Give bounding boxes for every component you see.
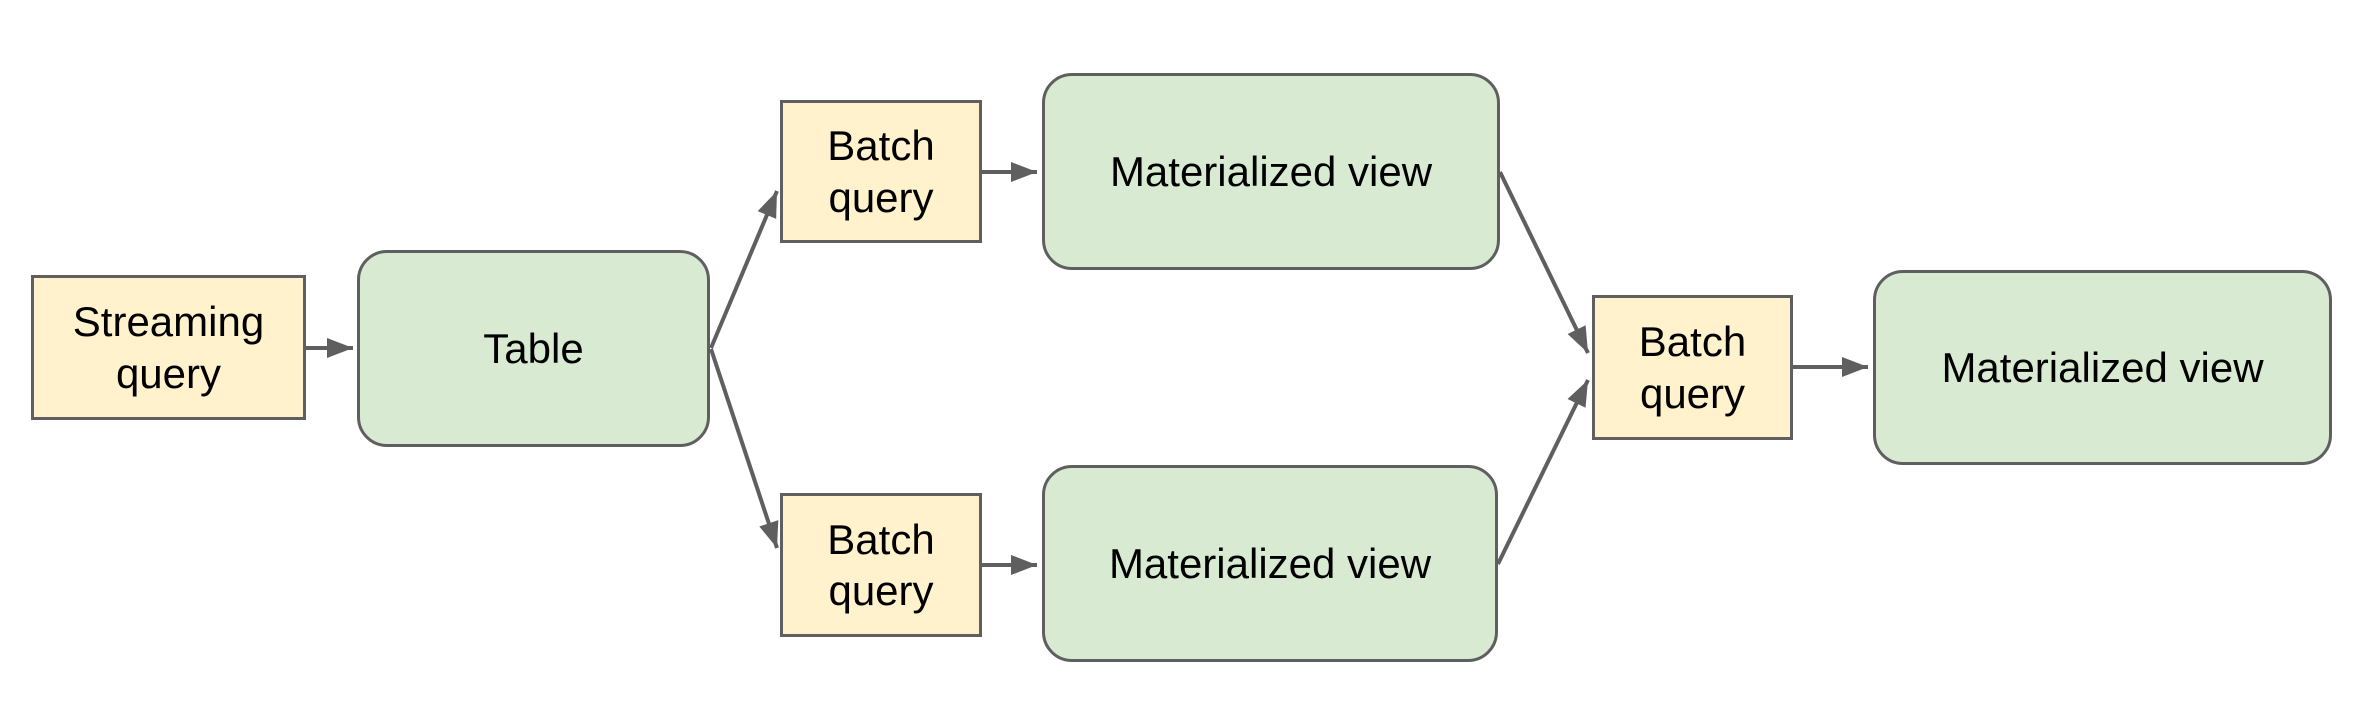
edge-materialized-view-top-to-batch-query-right: [1498, 171, 1590, 354]
edge-materialized-view-bottom-to-batch-query-right: [1496, 379, 1590, 565]
node-table-label: Table: [483, 324, 584, 372]
node-table: Table: [357, 250, 710, 447]
node-streaming-query-label: Streaming query: [72, 298, 265, 397]
node-materialized-view-bottom-label: Materialized view: [1108, 539, 1432, 587]
node-batch-query-top: Batch query: [780, 100, 982, 243]
node-materialized-view-right-label: Materialized view: [1941, 343, 2264, 391]
node-batch-query-bottom: Batch query: [780, 493, 982, 637]
node-materialized-view-right: Materialized view: [1873, 270, 2332, 465]
node-batch-query-right-label: Batch query: [1638, 318, 1747, 417]
node-batch-query-bottom-label: Batch query: [827, 515, 935, 614]
edge-table-to-batch-query-top: [709, 190, 779, 349]
node-materialized-view-top-label: Materialized view: [1109, 147, 1433, 195]
node-batch-query-top-label: Batch query: [827, 122, 935, 221]
node-streaming-query: Streaming query: [31, 275, 306, 420]
node-materialized-view-top: Materialized view: [1042, 73, 1500, 270]
node-materialized-view-bottom: Materialized view: [1042, 465, 1498, 662]
edge-table-to-batch-query-bottom: [709, 348, 779, 549]
node-batch-query-right: Batch query: [1592, 295, 1793, 440]
